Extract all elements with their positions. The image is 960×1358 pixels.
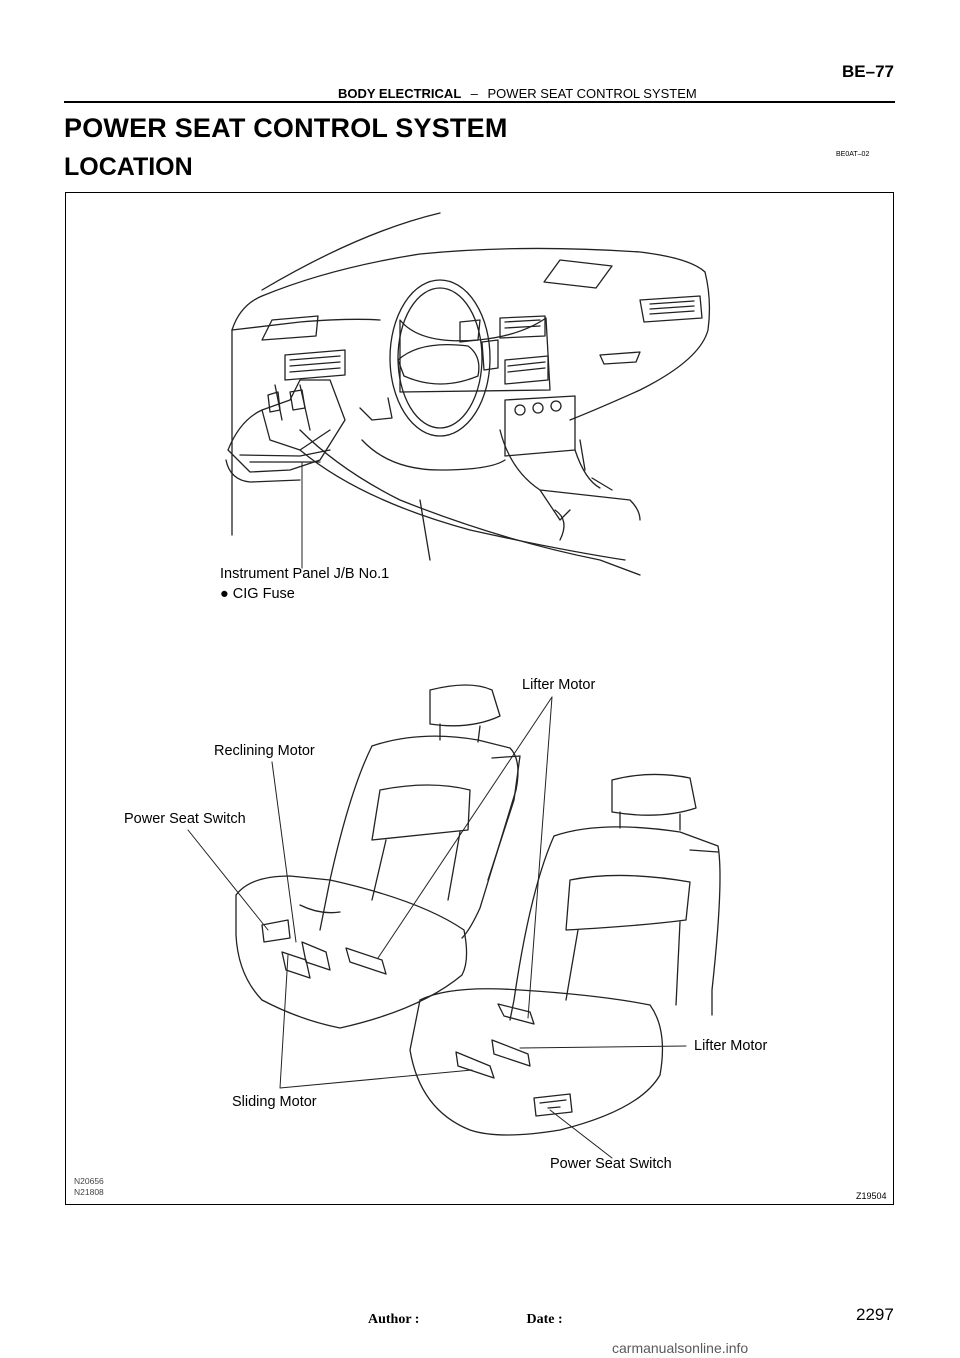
left-seat-drawing	[235, 684, 521, 1029]
header-subsection: POWER SEAT CONTROL SYSTEM	[487, 86, 697, 101]
footer-author-label: Author :	[368, 1312, 420, 1327]
header-page-code: BE–77	[842, 62, 894, 81]
header-section: BODY ELECTRICAL – POWER SEAT CONTROL SYS…	[338, 86, 697, 101]
leader-lines	[187, 461, 687, 1159]
doc-id: BE0AT–02	[836, 151, 870, 158]
footer-author-date: Author : Date :	[368, 1312, 563, 1328]
header-rule	[64, 101, 895, 103]
right-seat-drawing	[409, 773, 721, 1136]
label-sliding-motor: Sliding Motor	[232, 1094, 317, 1110]
label-power-seat-switch-left: Power Seat Switch	[124, 811, 246, 827]
label-reclining-motor: Reclining Motor	[214, 743, 315, 759]
header-separator: –	[470, 86, 478, 101]
label-instrument-panel-jb: Instrument Panel J/B No.1	[220, 566, 390, 582]
label-cig-fuse: ● CIG Fuse	[220, 586, 295, 602]
label-lifter-motor-right: Lifter Motor	[694, 1038, 768, 1054]
figure-id: Z19504	[856, 1191, 887, 1201]
label-lifter-motor-top: Lifter Motor	[522, 677, 596, 693]
page-number: 2297	[856, 1305, 894, 1324]
figure-frame	[65, 192, 894, 1205]
figure-code-2: N21808	[74, 1187, 104, 1197]
watermark: carmanualsonline.info	[612, 1340, 749, 1356]
dashboard-drawing	[225, 212, 711, 576]
figure-code-1: N20656	[74, 1176, 104, 1186]
label-power-seat-switch-bottom: Power Seat Switch	[550, 1156, 672, 1172]
footer-date-label: Date :	[526, 1312, 563, 1327]
header-section-name: BODY ELECTRICAL	[338, 86, 462, 101]
page-title: POWER SEAT CONTROL SYSTEM	[64, 113, 508, 143]
section-subtitle: LOCATION	[64, 153, 193, 181]
